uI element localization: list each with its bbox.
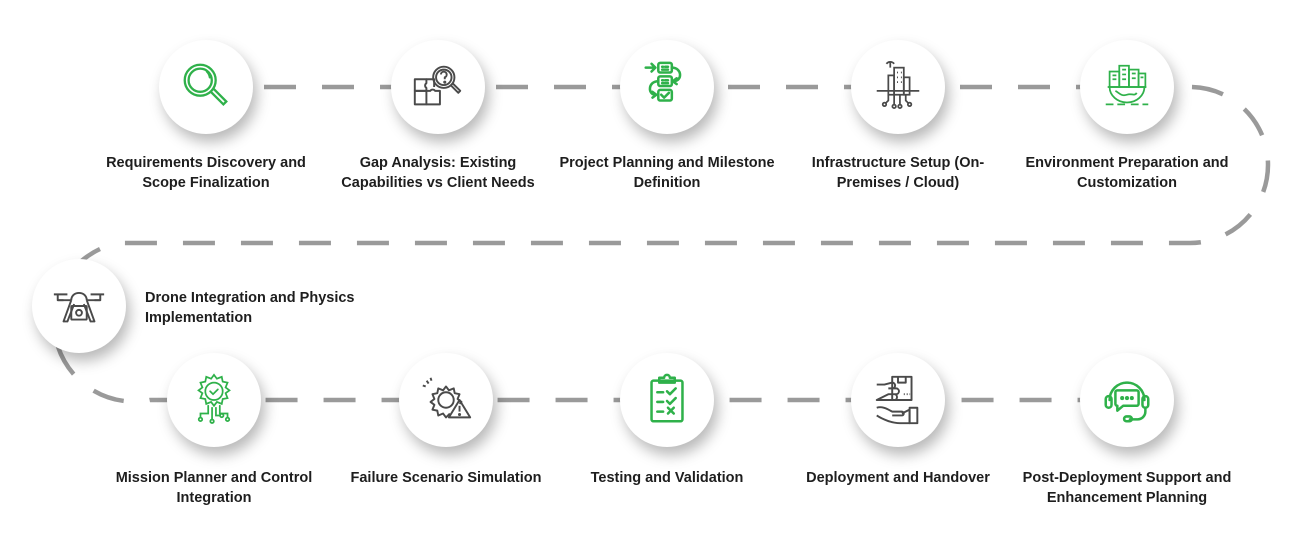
step-node-drone-integration: [32, 259, 126, 353]
step-node-project-planning: [620, 40, 714, 134]
step-label: Mission Planner and Control Integration: [115, 470, 313, 506]
step-label: Infrastructure Setup (On-Premises / Clou…: [811, 155, 985, 191]
step-label: Failure Scenario Simulation: [350, 470, 542, 486]
puzzle-search-icon: [413, 65, 462, 106]
building-network-icon: [876, 61, 920, 109]
step-label: Project Planning and Milestone Definitio…: [559, 155, 775, 191]
city-globe-icon: [1105, 64, 1149, 106]
step-node-deployment: [851, 353, 945, 447]
hand-package-icon: [875, 375, 919, 425]
step-label: Post-Deployment Support and Enhancement …: [1022, 470, 1232, 506]
gear-warning-icon: [422, 377, 472, 419]
clipboard-checklist-icon: [650, 373, 684, 423]
step-node-failure-simulation: [399, 353, 493, 447]
step-label: Environment Preparation and Customizatio…: [1025, 155, 1229, 191]
drone-icon: [53, 291, 105, 323]
step-label: Testing and Validation: [590, 470, 744, 486]
step-label: Deployment and Handover: [806, 470, 990, 486]
magnifier-icon: [183, 63, 228, 107]
step-label: Drone Integration and Physics Implementa…: [145, 290, 355, 326]
step-node-testing: [620, 353, 714, 447]
step-node-mission-planner: [167, 353, 261, 447]
gear-circuit-check-icon: [197, 373, 231, 424]
step-node-requirements: [159, 40, 253, 134]
step-label: Gap Analysis: Existing Capabilities vs C…: [341, 155, 535, 191]
headset-chat-icon: [1104, 381, 1150, 423]
step-label: Requirements Discovery and Scope Finaliz…: [106, 155, 306, 191]
step-node-environment: [1080, 40, 1174, 134]
step-node-infrastructure: [851, 40, 945, 134]
step-node-post-deployment: [1080, 353, 1174, 447]
workflow-checklist-icon: [644, 61, 682, 102]
step-node-gap-analysis: [391, 40, 485, 134]
